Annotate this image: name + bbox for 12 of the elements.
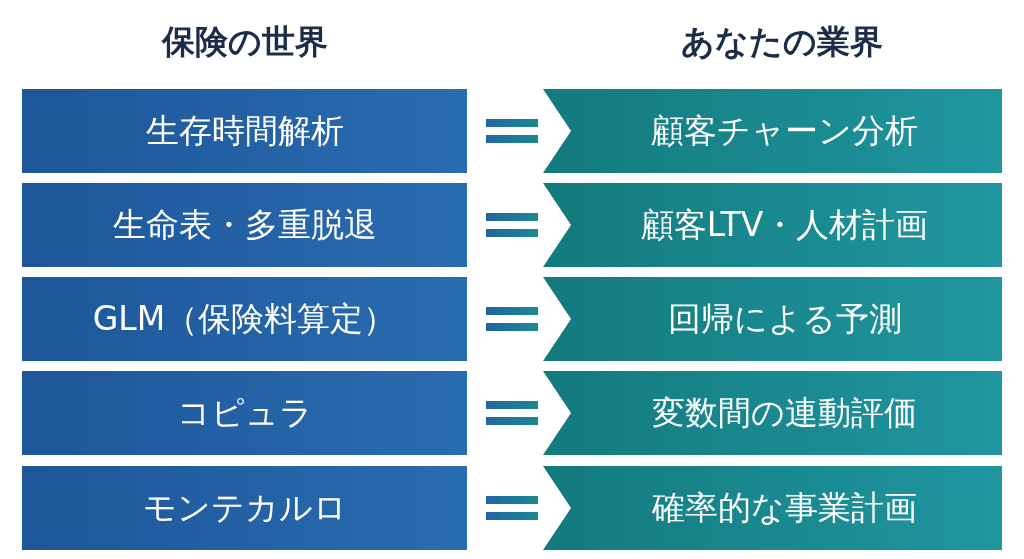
box-text: 確率的な事業計画 [652, 486, 917, 529]
column-heading: 保険の世界 [162, 21, 328, 63]
column-heading: あなたの業界 [681, 21, 883, 63]
box-text: 回帰による予測 [667, 297, 902, 340]
box-text: 生命表・多重脱退 [112, 203, 377, 246]
box-text: 変数間の連動評価 [652, 391, 917, 434]
box-text: 顧客LTV・人材計画 [640, 203, 929, 246]
box-text: モンテカルロ [142, 486, 347, 529]
box-text: コピュラ [176, 391, 313, 434]
box-text: 顧客チャーン分析 [651, 109, 918, 152]
box-text: 生存時間解析 [145, 109, 344, 152]
box-text: GLM（保険料算定） [92, 297, 397, 340]
